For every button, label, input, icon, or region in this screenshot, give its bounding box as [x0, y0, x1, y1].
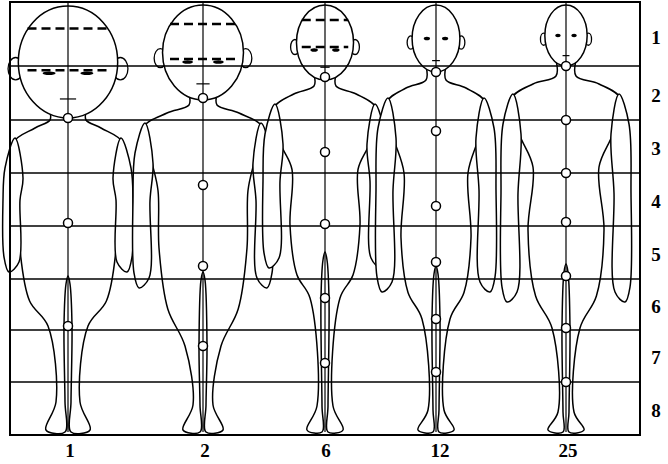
grid-line: [10, 381, 640, 383]
proportion-marker: [199, 262, 208, 271]
row-number: 7: [651, 348, 661, 367]
eye: [571, 34, 577, 38]
grid-line: [10, 119, 640, 121]
row-number: 8: [651, 401, 661, 420]
arm-outline: [132, 123, 153, 288]
proportion-marker: [199, 342, 208, 351]
eye: [310, 48, 317, 52]
grid-line: [10, 329, 640, 331]
age-label: 1: [65, 441, 75, 460]
proportion-marker: [321, 73, 330, 82]
row-number: 6: [651, 297, 661, 316]
arm-outline: [476, 98, 497, 292]
markers: [64, 62, 571, 387]
proportion-marker: [64, 219, 73, 228]
row-number: 2: [651, 86, 661, 105]
eye: [80, 71, 93, 75]
arm-outline: [500, 94, 521, 302]
proportion-marker: [321, 220, 330, 229]
grid-frame: [10, 2, 640, 435]
proportion-marker: [321, 148, 330, 157]
proportion-marker: [562, 272, 571, 281]
row-number: 3: [651, 139, 661, 158]
row-number: 1: [651, 28, 661, 47]
proportion-marker: [432, 127, 441, 136]
age-label: 25: [559, 441, 578, 460]
proportion-marker: [64, 322, 73, 331]
eye: [182, 60, 193, 64]
grid-line: [10, 172, 640, 174]
row-number: 4: [651, 192, 661, 211]
arm-outline: [262, 104, 283, 268]
proportion-marker: [432, 202, 441, 211]
grid-line: [10, 65, 640, 67]
proportion-marker: [199, 181, 208, 190]
proportion-marker: [562, 62, 571, 71]
age-label: 2: [200, 441, 210, 460]
arm-outline: [375, 98, 396, 292]
proportion-marker: [321, 294, 330, 303]
eye: [213, 60, 224, 64]
proportion-marker: [432, 315, 441, 324]
proportion-marker: [562, 169, 571, 178]
arm-outline: [611, 94, 632, 302]
proportion-marker: [562, 378, 571, 387]
arm-outline: [3, 138, 23, 272]
proportion-marker: [562, 218, 571, 227]
arm-outline: [113, 138, 133, 272]
proportion-marker: [562, 116, 571, 125]
proportion-marker: [562, 324, 571, 333]
proportion-marker: [321, 359, 330, 368]
age-label: 6: [321, 441, 331, 460]
age-label: 12: [431, 441, 450, 460]
eye: [442, 37, 448, 41]
eye: [332, 48, 339, 52]
proportion-marker: [432, 258, 441, 267]
proportion-marker: [432, 68, 441, 77]
eye: [555, 34, 561, 38]
grid-line: [10, 278, 640, 280]
eye: [43, 71, 56, 75]
proportion-marker: [432, 368, 441, 377]
eye: [424, 37, 430, 41]
row-number: 5: [651, 245, 661, 264]
proportion-marker: [199, 94, 208, 103]
grid: [10, 2, 640, 435]
proportion-marker: [64, 114, 73, 123]
